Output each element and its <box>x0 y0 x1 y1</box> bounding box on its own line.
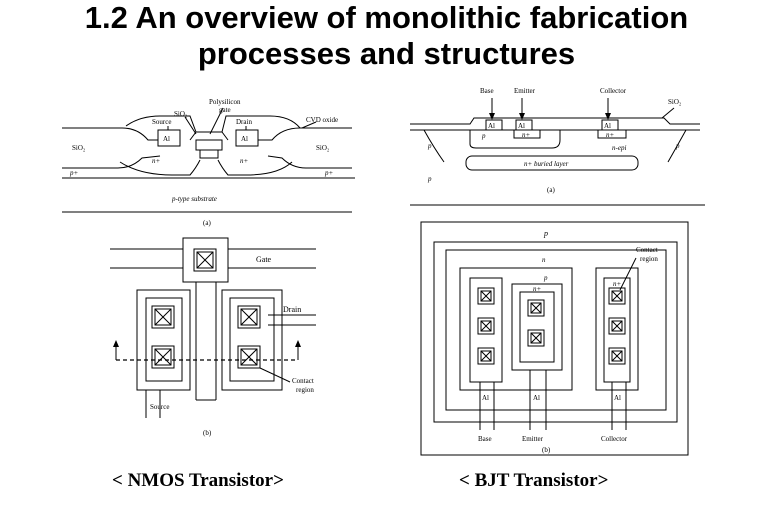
bjt-p-right-label: p <box>675 142 680 150</box>
nmos-polysilicon-label: Polysilicon <box>209 98 241 106</box>
bjt-p-left-label: p <box>427 142 432 150</box>
bjt-buried-layer-label: n+ buried layer <box>524 160 569 168</box>
bjt-sio2-label: SiO₂ <box>668 98 682 106</box>
bjt-fig-b-label: (b) <box>542 446 551 454</box>
nmos-substrate-label: p-type substrate <box>171 195 217 203</box>
bjt-layout-n-plus-emitter-label: n+ <box>533 285 542 293</box>
bjt-fig-a-label: (a) <box>547 186 555 194</box>
bjt-emitter-label: Emitter <box>514 87 536 95</box>
nmos-caption: < NMOS Transistor> <box>112 470 284 491</box>
nmos-sio2-left-label: SiO₂ <box>72 144 86 152</box>
bjt-layout-base-label: Base <box>478 435 492 443</box>
bjt-layout-al-3-label: Al <box>614 394 621 402</box>
bjt-layout-emitter-label: Emitter <box>522 435 544 443</box>
nmos-n-plus-right-label: n+ <box>240 157 249 165</box>
slide-title: 1.2 An overview of monolithic fabricatio… <box>0 0 773 72</box>
bjt-n-plus-collector-label: n+ <box>606 131 615 139</box>
bjt-p-base-label: p <box>481 132 486 140</box>
nmos-sio2-right-label: SiO₂ <box>316 144 330 152</box>
title-line-2: processes and structures <box>197 36 576 71</box>
nmos-source-label: Source <box>152 118 171 126</box>
bjt-n-epi-label: n-epi <box>612 144 626 152</box>
nmos-fig-a-label: (a) <box>203 219 211 227</box>
nmos-p-plus-right-label: p+ <box>324 169 334 177</box>
bjt-layout-collector-label: Collector <box>601 435 628 443</box>
title-line-1: 1.2 An overview of monolithic fabricatio… <box>84 0 689 35</box>
nmos-layout-contact-label: Contact <box>292 377 314 385</box>
bjt-layout-p-outer-label: p <box>543 229 548 238</box>
bjt-collector-label: Collector <box>600 87 627 95</box>
nmos-layout-gate-label: Gate <box>256 255 272 264</box>
nmos-gate-label: gate <box>219 106 231 114</box>
nmos-layout-drain-label: Drain <box>283 305 301 314</box>
bjt-layout-n-label: n <box>542 256 546 264</box>
nmos-layout-region-label: region <box>296 386 314 394</box>
bjt-cross-section: Base Emitter Collector SiO₂ Al Al Al p n… <box>410 87 705 206</box>
bjt-n-plus-emitter-label: n+ <box>522 131 531 139</box>
nmos-fig-b-label: (b) <box>203 429 212 437</box>
nmos-n-plus-left-label: n+ <box>152 157 161 165</box>
nmos-p-plus-left-label: p+ <box>69 169 79 177</box>
bjt-layout: p n p n+ n+ Contact region Al Al Al Base… <box>420 221 689 456</box>
bjt-al-1-label: Al <box>488 122 495 130</box>
nmos-sio2-top-label: SiO₂ <box>174 110 188 118</box>
bjt-al-2-label: Al <box>518 122 525 130</box>
nmos-cross-section: Polysilicon gate SiO₂ Source Drain CVD o… <box>62 98 355 227</box>
bjt-layout-contact-label: Contact <box>636 246 658 254</box>
bjt-layout-p-inner-label: p <box>543 274 548 282</box>
nmos-al-right-label: Al <box>241 135 248 143</box>
bjt-al-3-label: Al <box>604 122 611 130</box>
nmos-al-left-label: Al <box>163 135 170 143</box>
nmos-layout: Gate Drain Source Contact region (b) <box>110 237 316 437</box>
bjt-layout-al-2-label: Al <box>533 394 540 402</box>
nmos-layout-source-label: Source <box>150 403 169 411</box>
nmos-cvd-oxide-label: CVD oxide <box>306 116 338 124</box>
bjt-caption: < BJT Transistor> <box>459 470 609 491</box>
nmos-drain-label: Drain <box>236 118 252 126</box>
bjt-p-bottom-label: p <box>427 175 432 183</box>
bjt-base-label: Base <box>480 87 494 95</box>
bjt-layout-region-label: region <box>640 255 658 263</box>
bjt-layout-n-plus-collector-label: n+ <box>613 280 622 288</box>
bjt-layout-al-1-label: Al <box>482 394 489 402</box>
